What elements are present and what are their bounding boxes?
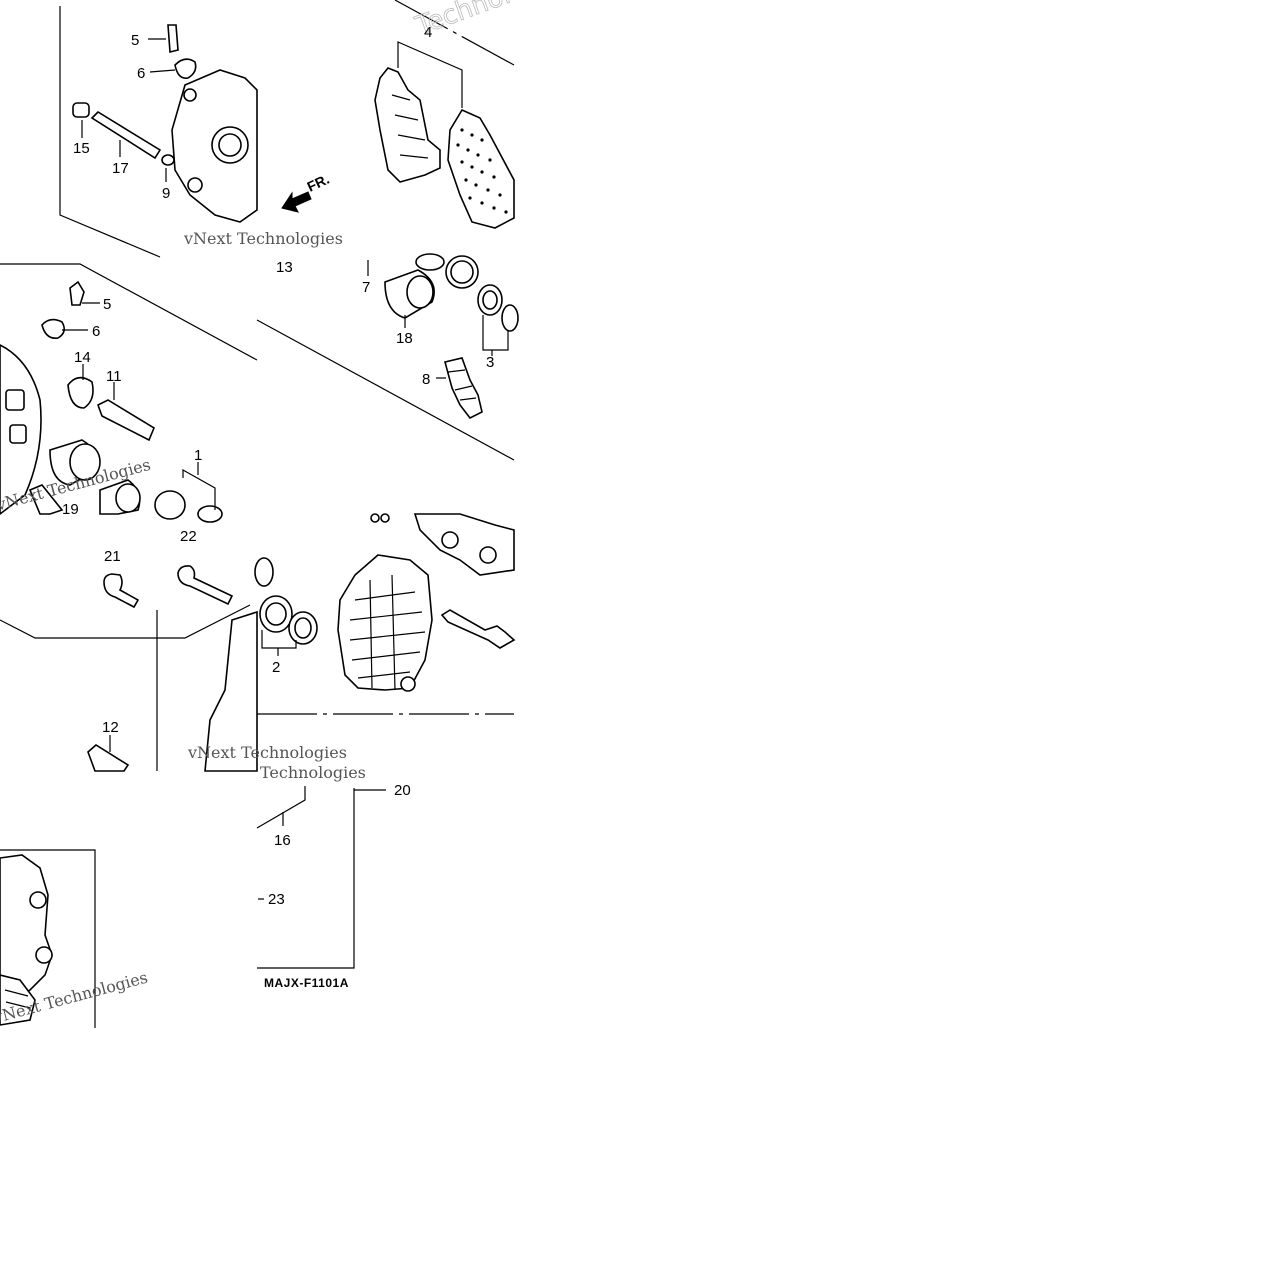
- tile-6-caliper-housing: 2: [254, 513, 516, 715]
- callout-22: 22: [180, 528, 197, 545]
- small-bolts-top: [370, 513, 390, 523]
- callout-18: 18: [396, 330, 413, 347]
- tile-4-pistons-seals: 7 13 18 3 8: [256, 253, 519, 461]
- watermark-large: Technologies: [411, 0, 579, 42]
- callout-9: 9: [162, 185, 170, 202]
- callout-5b: 5: [103, 296, 111, 313]
- callout-14: 14: [74, 349, 91, 366]
- callout-17: 17: [112, 160, 129, 177]
- watermark-text: vNext Technologies: [183, 229, 343, 248]
- callout-15: 15: [73, 140, 90, 157]
- tile-5-mounting-bolts: 21 22 12 vNext Technologies: [0, 528, 347, 772]
- callout-11: 11: [106, 368, 122, 385]
- callout-1: 1: [194, 447, 202, 464]
- callout-21: 21: [104, 548, 121, 565]
- callout-5: 5: [131, 32, 139, 49]
- pad-friction-dots: [456, 128, 508, 214]
- callout-3: 3: [486, 354, 494, 371]
- callout-20: 20: [394, 782, 411, 799]
- tile-2-brake-pads: Technologies 4 FR.: [281, 0, 580, 229]
- tile-1-caliper-body: 5 6 15 17 9 vNext Technologies: [59, 6, 343, 258]
- tile-8-assembly-callouts: Technologies 20 16 23 MAJX-F1101A: [256, 763, 411, 990]
- diagram-code: MAJX-F1101A: [264, 976, 349, 990]
- watermark-text-4: Technologies: [260, 763, 366, 782]
- tile-7-bracket-detail: vNext Technologies: [0, 849, 150, 1028]
- callout-6b: 6: [92, 323, 100, 340]
- callout-7: 7: [362, 279, 370, 296]
- callout-13: 13: [276, 259, 293, 276]
- callout-2: 2: [272, 659, 280, 676]
- callout-19: 19: [62, 501, 79, 518]
- callout-12: 12: [102, 719, 119, 736]
- callout-8: 8: [422, 371, 430, 388]
- watermark-text-3: vNext Technologies: [187, 743, 347, 762]
- callout-23: 23: [268, 891, 285, 908]
- forward-direction-icon: FR.: [281, 171, 332, 213]
- tile-3-caliper-parts: 5 6 14 11 1 19 vNext Technologies: [0, 263, 258, 523]
- callout-16: 16: [274, 832, 291, 849]
- callout-4: 4: [424, 24, 432, 41]
- callout-6: 6: [137, 65, 145, 82]
- direction-label: FR.: [305, 171, 332, 195]
